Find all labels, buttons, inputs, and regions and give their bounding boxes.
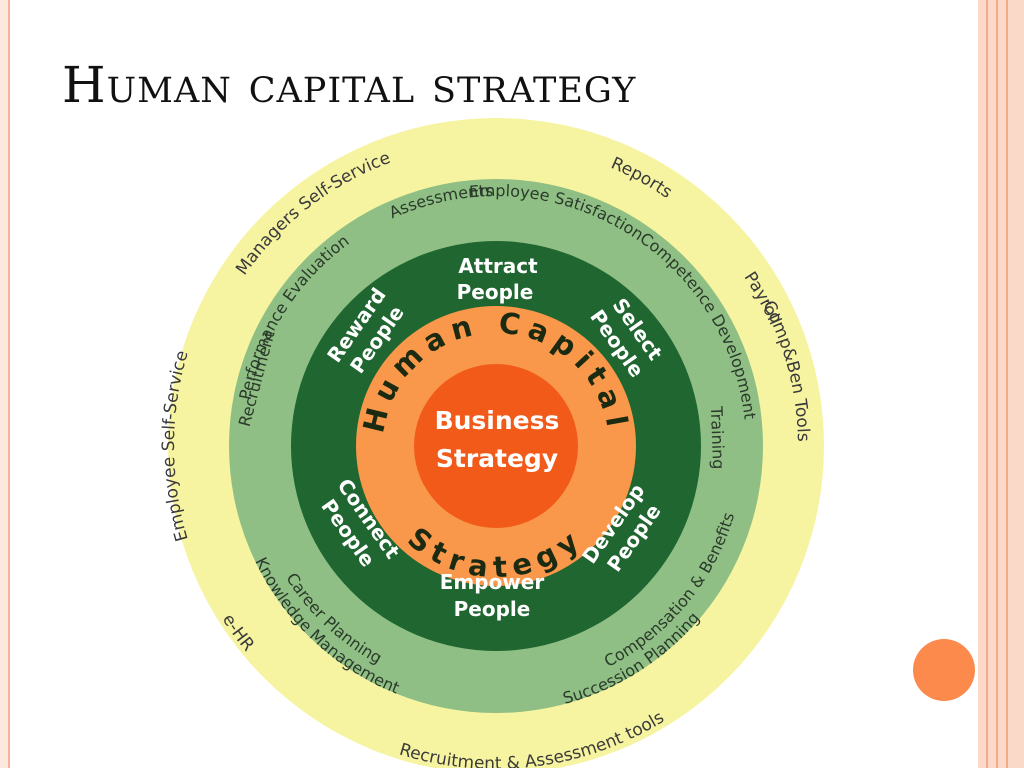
attract-label: Attract bbox=[458, 254, 538, 278]
core-strategy-label: Strategy bbox=[436, 444, 558, 473]
right-decorative-border bbox=[978, 0, 1024, 768]
empower-people-label: People bbox=[454, 597, 531, 621]
left-frame-border bbox=[0, 0, 10, 768]
slide-title: Human capital strategy bbox=[62, 56, 637, 114]
core-circle bbox=[414, 364, 578, 528]
segment-empower-people: Empower People bbox=[440, 570, 545, 621]
attract-people-label: People bbox=[457, 280, 534, 304]
segment-attract-people: Attract People bbox=[457, 254, 538, 304]
accent-dot bbox=[913, 639, 975, 701]
label-training: Training bbox=[707, 405, 728, 470]
core-business-label: Business bbox=[435, 406, 560, 435]
empower-label: Empower bbox=[440, 570, 545, 594]
